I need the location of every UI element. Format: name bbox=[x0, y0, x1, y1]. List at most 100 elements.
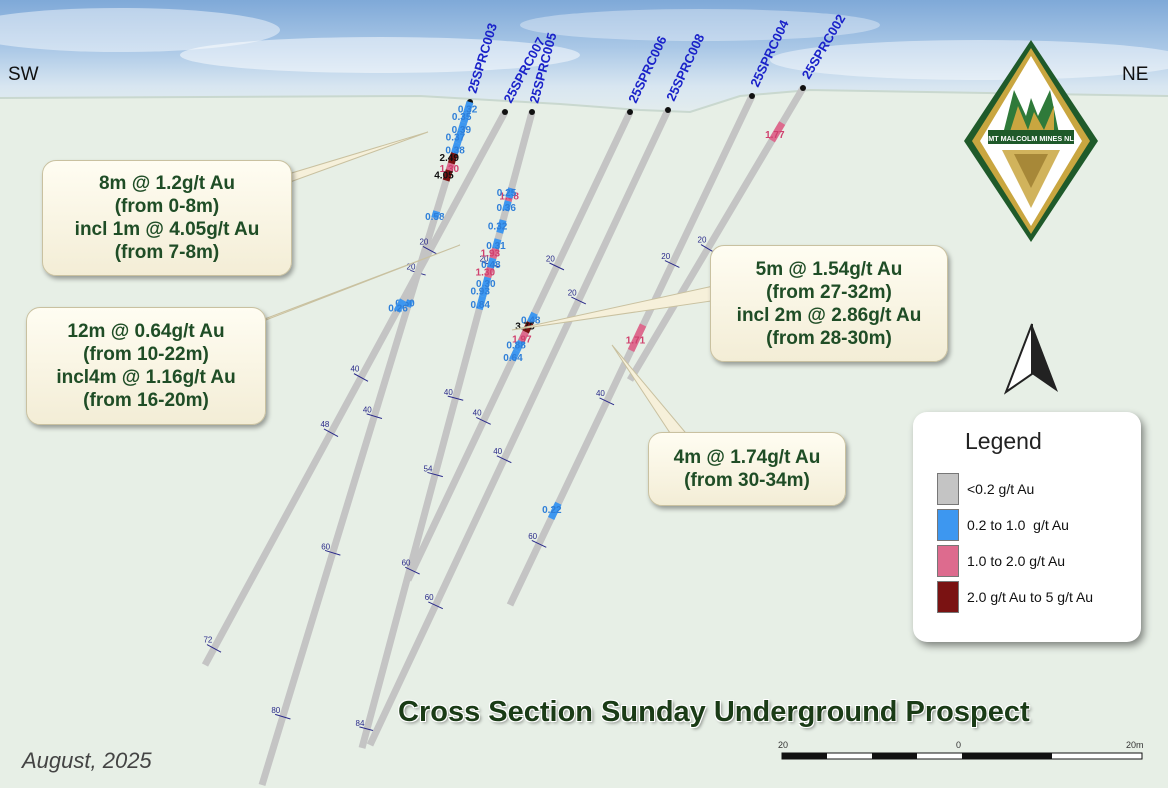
assay-value: 0.93 bbox=[470, 287, 490, 298]
depth-label: 20 bbox=[480, 255, 489, 264]
diagram-title: Cross Section Sunday Underground Prospec… bbox=[398, 696, 1030, 728]
collar-marker bbox=[529, 109, 535, 115]
depth-tick bbox=[664, 260, 680, 268]
depth-tick bbox=[476, 416, 491, 425]
assay-interval bbox=[481, 276, 492, 288]
callout-line: (from 30-34m) bbox=[684, 470, 810, 491]
assay-value: 0.84 bbox=[471, 300, 491, 311]
direction-sw: SW bbox=[8, 64, 39, 85]
assay-interval bbox=[502, 200, 512, 212]
north-arrow-icon bbox=[1004, 323, 1058, 395]
assay-interval bbox=[547, 501, 562, 520]
assay-interval bbox=[457, 121, 468, 134]
assay-value: 1.77 bbox=[765, 130, 785, 141]
date-label: August, 2025 bbox=[22, 748, 152, 773]
depth-tick bbox=[496, 455, 512, 464]
assay-interval bbox=[431, 210, 441, 220]
collar-marker bbox=[800, 85, 806, 91]
depth-tick bbox=[324, 549, 341, 556]
assay-interval bbox=[454, 131, 464, 144]
assay-value: 1.71 bbox=[626, 335, 646, 346]
depth-tick bbox=[366, 413, 383, 419]
legend-label: 0.2 to 1.0 g/t Au bbox=[967, 517, 1069, 533]
assay-value: 0.32 bbox=[458, 104, 478, 115]
assay-value: 4.05 bbox=[434, 170, 454, 181]
assay-interval bbox=[479, 285, 489, 298]
legend-item: 2.0 g/t Au to 5 g/t Au bbox=[937, 580, 1093, 614]
callout-line: (from 27-32m) bbox=[766, 281, 892, 303]
legend-item: <0.2 g/t Au bbox=[937, 472, 1034, 506]
assay-interval bbox=[451, 141, 461, 155]
assay-value: 0.39 bbox=[452, 125, 472, 136]
assay-interval bbox=[393, 298, 407, 313]
depth-tick bbox=[599, 397, 615, 406]
assay-value: 0.58 bbox=[425, 212, 445, 223]
drill-trace bbox=[201, 110, 509, 667]
callout-line: incl 1m @ 4.05g/t Au bbox=[74, 219, 260, 240]
legend-swatch bbox=[937, 473, 959, 505]
assay-value: 0.64 bbox=[503, 353, 523, 364]
assay-interval bbox=[484, 266, 494, 279]
hole-label: 25SPRC002 bbox=[799, 12, 849, 82]
assay-value: 2.49 bbox=[439, 153, 459, 164]
callout-line: 4m @ 1.74g/t Au bbox=[673, 447, 821, 468]
depth-tick bbox=[447, 395, 464, 401]
depth-label: 40 bbox=[363, 406, 372, 415]
drill-hole-25sprc008: 25SPRC008 20 40 60 bbox=[366, 31, 707, 747]
callout-c3: 5m @ 1.54g/t Au (from 27-32m) incl 2m @ … bbox=[710, 245, 948, 362]
assay-value: 0.88 bbox=[506, 340, 526, 351]
callout-line: incl 2m @ 2.86g/t Au bbox=[736, 304, 922, 326]
depth-label: 20 bbox=[698, 235, 707, 244]
depth-tick bbox=[422, 245, 438, 255]
collar-marker bbox=[749, 93, 755, 99]
callout-line: (from 0-8m) bbox=[114, 196, 220, 217]
assay-value: 1.97 bbox=[512, 334, 532, 345]
depth-label: 60 bbox=[425, 593, 434, 602]
callout-line: incl4m @ 1.16g/t Au bbox=[56, 367, 236, 388]
assay-value: 0.37 bbox=[446, 133, 466, 144]
callout-leader bbox=[267, 131, 429, 191]
depth-label: 20 bbox=[568, 288, 577, 297]
depth-tick bbox=[206, 644, 222, 653]
assay-value: 0.25 bbox=[497, 188, 517, 199]
assay-interval bbox=[404, 299, 414, 308]
scale-label: 0 bbox=[956, 740, 961, 750]
depth-label: 80 bbox=[271, 706, 280, 715]
assay-value: 1.30 bbox=[476, 268, 496, 279]
depth-label: 20 bbox=[546, 254, 555, 263]
depth-label: 60 bbox=[402, 558, 411, 567]
assay-interval bbox=[445, 162, 455, 172]
callout-line: 12m @ 0.64g/t Au bbox=[67, 321, 225, 342]
hole-label: 25SPRC008 bbox=[663, 31, 707, 103]
assay-interval bbox=[489, 247, 499, 260]
hole-label: 25SPRC006 bbox=[625, 34, 670, 106]
assay-interval bbox=[447, 152, 458, 165]
legend-swatch bbox=[937, 545, 959, 577]
assay-value: 0.48 bbox=[521, 316, 541, 327]
assay-value: 0.48 bbox=[481, 260, 501, 271]
hole-label: 25SPRC003 bbox=[465, 21, 500, 95]
assay-value: 0.26 bbox=[388, 303, 408, 314]
callout-line: (from 10-22m) bbox=[83, 344, 209, 365]
callout-line: 5m @ 1.54g/t Au bbox=[755, 258, 903, 280]
assay-interval bbox=[442, 169, 453, 182]
depth-tick bbox=[353, 373, 369, 382]
collar-marker bbox=[665, 107, 671, 113]
depth-label: 40 bbox=[444, 388, 453, 397]
assay-interval bbox=[496, 219, 507, 234]
depth-label: 60 bbox=[528, 532, 537, 541]
depth-label: 20 bbox=[407, 262, 416, 271]
assay-value: 0.38 bbox=[445, 145, 465, 156]
assay-value: 0.36 bbox=[496, 203, 516, 214]
depth-label: 40 bbox=[350, 365, 359, 374]
depth-label: 40 bbox=[493, 447, 502, 456]
assay-value: 0.31 bbox=[486, 241, 506, 252]
depth-label: 40 bbox=[473, 409, 482, 418]
hole-label: 25SPRC004 bbox=[747, 17, 792, 89]
assay-interval bbox=[460, 111, 471, 124]
depth-label: 84 bbox=[356, 719, 365, 728]
depth-label: 20 bbox=[419, 238, 428, 247]
depth-label: 48 bbox=[320, 420, 329, 429]
scale-label: 20 bbox=[778, 740, 788, 750]
